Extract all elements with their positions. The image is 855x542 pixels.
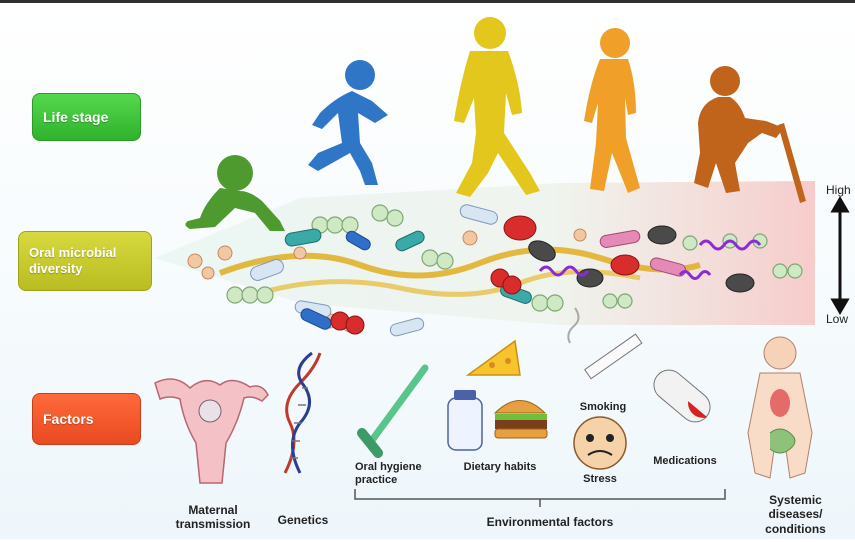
genetics-label: Genetics	[268, 513, 338, 527]
adult-icon	[454, 17, 540, 197]
dietary-habits-label: Dietary habits	[450, 461, 550, 474]
oral-hygiene-practice-label: Oral hygiene practice	[355, 461, 450, 487]
scale-low-label: Low	[826, 312, 848, 326]
environmental-factors-label: Environmental factors	[470, 515, 630, 529]
factors-label: Factors	[32, 393, 141, 445]
oral-microbial-diversity-label: Oral microbial diversity	[18, 231, 152, 291]
toothbrush-icon	[362, 368, 425, 453]
diversity-scale-arrow	[833, 199, 847, 312]
capsule-icon	[648, 364, 716, 428]
systemic-diseases-label: Systemic diseases/ conditions	[748, 493, 843, 536]
burger-icon	[495, 401, 547, 439]
medications-label: Medications	[640, 455, 730, 468]
maternal-transmission-label: Maternal transmission	[168, 503, 258, 532]
infant-icon	[185, 155, 285, 231]
child-icon	[308, 60, 388, 185]
cheese-icon	[468, 341, 520, 375]
milk-bottle-icon	[448, 390, 482, 450]
life-stage-label: Life stage	[32, 93, 141, 141]
human-body-icon	[748, 337, 812, 478]
uterus-icon	[155, 379, 268, 483]
stressed-face-icon	[574, 417, 626, 469]
environmental-bracket	[355, 489, 725, 507]
dna-icon	[285, 353, 320, 473]
smoking-label: Smoking	[570, 401, 636, 414]
stress-label: Stress	[575, 473, 625, 486]
older-adult-icon	[584, 28, 640, 193]
scale-high-label: High	[826, 183, 851, 197]
